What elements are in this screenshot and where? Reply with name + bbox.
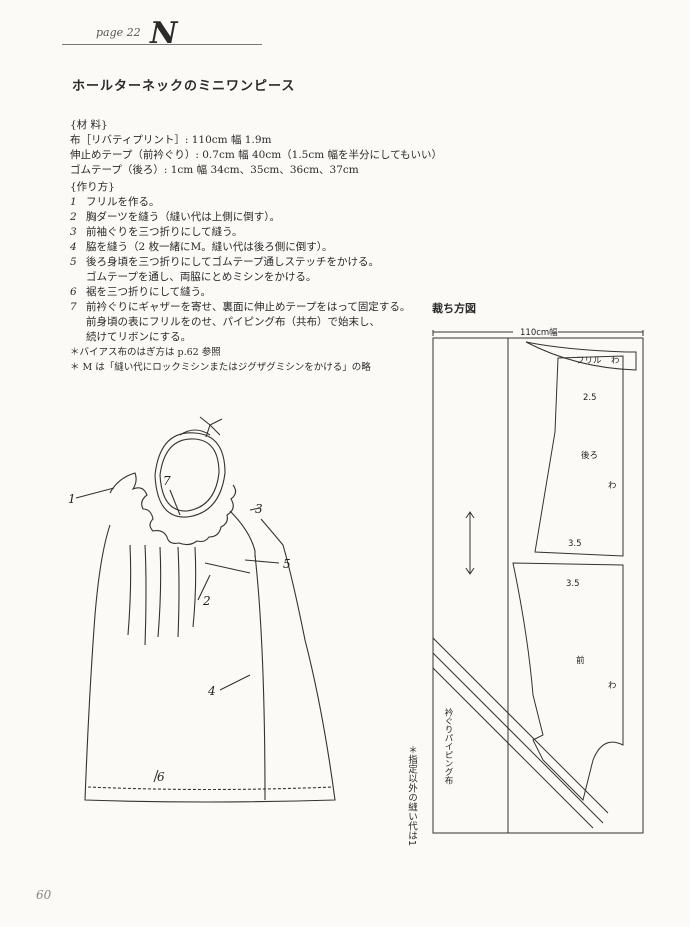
callout-label: 7 xyxy=(163,474,171,488)
step-text: 前身頃の表にフリルをのせ、パイピング布（共布）で始末し、 xyxy=(86,316,380,328)
seam-allowance-label: 3.5 xyxy=(568,539,582,549)
step-number xyxy=(70,330,86,345)
fold-label: わ xyxy=(608,681,617,691)
page-reference: page 22 xyxy=(96,26,141,39)
piping-label: 衿ぐりパイピング布 xyxy=(443,707,453,785)
step-text: 裾を三つ折りにして縫う。 xyxy=(86,286,212,298)
header-rule xyxy=(62,44,262,45)
dress-illustration: 1 7 3 5 2 4 6 xyxy=(68,416,336,803)
step-item: 2 胸ダーツを縫う（縫い代は上側に倒す）。 xyxy=(70,210,410,225)
note-line: ＊バイアス布のはぎ方は p.62 参照 xyxy=(70,347,221,358)
step-item: 5 後ろ身頃を三つ折りにしてゴムテープ通しステッチをかける。 xyxy=(70,255,410,270)
step-item: 続けてリボンにする。 xyxy=(70,330,410,345)
step-text: ゴムテープを通し、両脇にとめミシンをかける。 xyxy=(86,271,317,283)
step-number xyxy=(70,270,86,285)
page-number: 60 xyxy=(36,888,52,902)
step-text: 胸ダーツを縫う（縫い代は上側に倒す）。 xyxy=(86,211,281,223)
step-item: 3 前袖ぐりを三つ折りにして縫う。 xyxy=(70,225,410,240)
seam-allowance-label: 2.5 xyxy=(583,393,597,403)
page-title: ホールターネックのミニワンピース xyxy=(72,79,296,94)
callout-label: 5 xyxy=(283,557,291,571)
materials-section: {材 料} 布［リバティプリント］: 110cm 幅 1.9m 伸止めテープ（前… xyxy=(70,118,442,178)
callout-label: 3 xyxy=(255,502,263,516)
callout-label: 1 xyxy=(68,492,76,506)
seam-allowance-note: ＊指定以外の縫い代は1 xyxy=(406,745,417,847)
step-text: 前衿ぐりにギャザーを寄せ、裏面に伸止めテープをはって固定する。 xyxy=(86,301,411,313)
fold-label: わ xyxy=(611,356,620,366)
materials-line: ゴムテープ（後ろ）: 1cm 幅 34cm、35cm、36cm、37cm xyxy=(70,164,359,176)
back-piece-label: 後ろ xyxy=(581,450,598,461)
callout-label: 4 xyxy=(207,684,216,698)
step-number: 6 xyxy=(70,286,77,298)
front-piece-label: 前 xyxy=(576,655,585,666)
step-number: 7 xyxy=(70,301,77,313)
step-text: 前袖ぐりを三つ折りにして縫う。 xyxy=(86,226,243,238)
step-item: 7 前衿ぐりにギャザーを寄せ、裏面に伸止めテープをはって固定する。 xyxy=(70,300,410,315)
fold-label: わ xyxy=(608,481,617,491)
step-number: 3 xyxy=(70,226,77,238)
step-item: 6 裾を三つ折りにして縫う。 xyxy=(70,285,410,300)
step-item: 前身頃の表にフリルをのせ、パイピング布（共布）で始末し、 xyxy=(70,315,410,330)
step-number: 4 xyxy=(70,241,77,253)
cutting-diagram-label: 裁ち方図 xyxy=(432,302,476,315)
materials-line: 布［リバティプリント］: 110cm 幅 1.9m xyxy=(70,134,272,146)
step-text: 脇を縫う（2 枚一緒にM。縫い代は後ろ側に倒す）。 xyxy=(86,241,333,253)
materials-heading: {材 料} xyxy=(70,119,108,131)
width-label: 110cm幅 xyxy=(520,327,558,338)
monogram-logo: N xyxy=(150,16,177,51)
note-line: ＊ M は「縫い代にロックミシンまたはジグザグミシンをかける」の略 xyxy=(70,362,371,373)
method-heading: {作り方} xyxy=(70,181,115,193)
materials-line: 伸止めテープ（前衿ぐり）: 0.7cm 幅 40cm（1.5cm 幅を半分にして… xyxy=(70,149,442,161)
callout-label: 2 xyxy=(202,594,211,608)
cutting-diagram: 110cm幅 フリル わ 2.5 後ろ わ 3.5 3.5 前 わ 衿ぐりパイピ… xyxy=(432,327,644,834)
step-item: 1 フリルを作る。 xyxy=(70,195,410,210)
step-number: 2 xyxy=(70,211,77,223)
step-item: 4 脇を縫う（2 枚一緒にM。縫い代は後ろ側に倒す）。 xyxy=(70,240,410,255)
frill-label: フリル xyxy=(576,356,602,366)
step-text: フリルを作る。 xyxy=(86,196,160,208)
callout-label: 6 xyxy=(157,770,165,784)
method-section: {作り方} 1 フリルを作る。 2 胸ダーツを縫う（縫い代は上側に倒す）。 3 前袖ぐ… xyxy=(70,180,410,375)
step-text: 後ろ身頃を三つ折りにしてゴムテープ通しステッチをかける。 xyxy=(86,256,380,268)
step-number: 1 xyxy=(70,196,77,208)
step-number xyxy=(70,315,86,330)
step-number: 5 xyxy=(70,256,77,268)
seam-allowance-label: 3.5 xyxy=(566,579,580,589)
step-item: ゴムテープを通し、両脇にとめミシンをかける。 xyxy=(70,270,410,285)
step-text: 続けてリボンにする。 xyxy=(86,331,192,343)
